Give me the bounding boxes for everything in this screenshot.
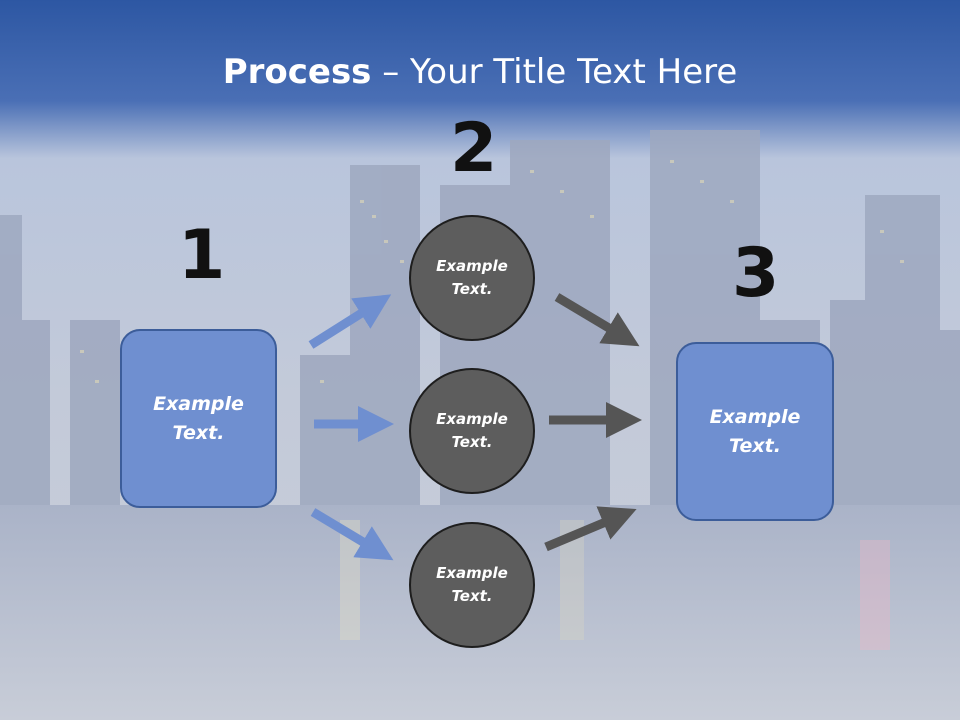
step-3-text-line1: Example — [709, 406, 801, 428]
circle-3-text-line1: Example — [436, 563, 508, 582]
slide-title: Process – Your Title Text Here — [0, 52, 960, 92]
circle-1-text-line2: Text. — [451, 280, 493, 298]
title-bold: Process — [222, 52, 372, 92]
step-number-1: 1 — [178, 216, 226, 295]
step-1-text-line1: Example — [153, 393, 244, 415]
step-1-text-line2: Text. — [172, 421, 225, 444]
circle-3-text-line2: Text. — [451, 587, 493, 605]
circle-2-text-line1: Example — [436, 409, 508, 428]
circle-1-text-line1: Example — [436, 256, 508, 275]
circle-2-text-line2: Text. — [451, 433, 493, 451]
title-rest: – Your Title Text Here — [371, 52, 738, 92]
step-3-text-line2: Text. — [729, 434, 781, 457]
step-number-2: 2 — [450, 109, 498, 188]
step-number-3: 3 — [732, 234, 780, 313]
